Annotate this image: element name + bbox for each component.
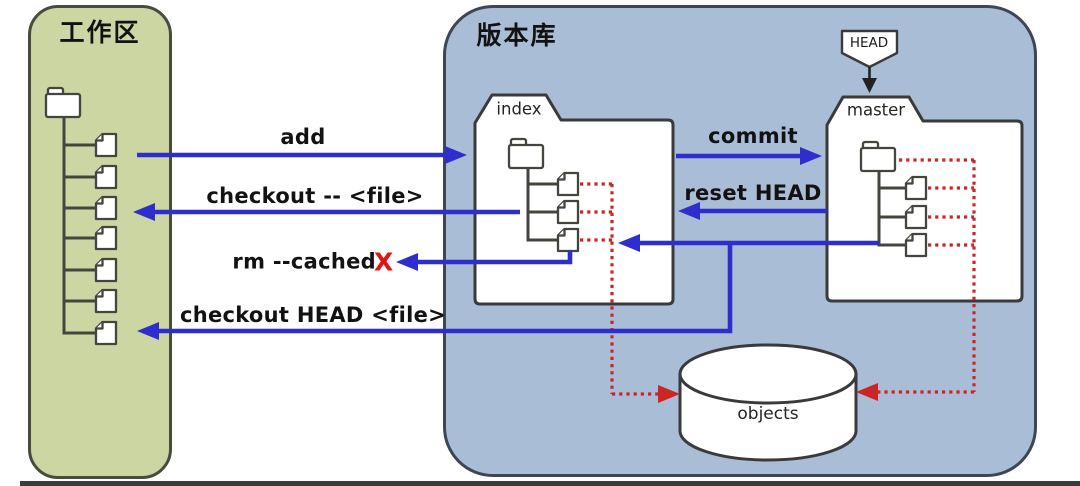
master-to-objects-dotted [856, 158, 976, 401]
checkout-file-command-label: checkout -- <file> [206, 184, 424, 208]
objects-database-icon [678, 343, 858, 462]
master-file-to-index-arrow [618, 234, 879, 252]
add-arrow [137, 146, 467, 164]
commit-command-label: commit [708, 124, 798, 148]
bottom-bar [20, 481, 1080, 486]
index-label: index [496, 99, 542, 119]
checkout-head-file-command-label: checkout HEAD <file> [179, 303, 447, 327]
add-command-label: add [280, 125, 326, 149]
worktree-file-tree [44, 86, 118, 346]
objects-label: objects [737, 404, 799, 424]
index-file-tree [507, 137, 580, 253]
reset-head-command-label: reset HEAD [684, 181, 822, 205]
master-file-tree [859, 140, 928, 258]
rm-cached-arrow [396, 250, 573, 271]
checkout-head-file-arrow [137, 243, 733, 340]
working-area-title: 工作区 [59, 18, 141, 47]
checkout-file-arrow [133, 203, 520, 221]
repository-title: 版本库 [476, 21, 558, 50]
master-label: master [846, 100, 906, 120]
index-to-objects-dotted [580, 182, 680, 403]
commit-arrow [676, 147, 822, 165]
reset-head-arrow [678, 202, 827, 220]
deleted-x-mark: X [374, 247, 394, 277]
head-to-master-arrow [862, 67, 877, 93]
head-label: HEAD [849, 35, 889, 51]
rm-cached-command-label: rm --cached [232, 249, 376, 273]
head-pointer [840, 29, 899, 69]
index-folder [473, 93, 675, 306]
